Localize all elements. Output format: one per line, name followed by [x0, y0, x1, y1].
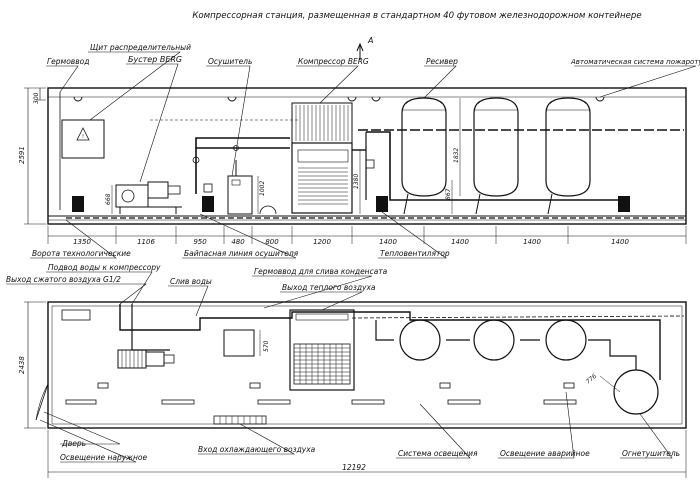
label-water-drain: Слив воды [170, 277, 212, 286]
bypass-piping [192, 137, 290, 215]
label-bypass: Байпасная линия осушителя [184, 249, 299, 258]
label-water-supply: Подвод воды к компрессору [48, 263, 161, 272]
plan-leader-lines [6, 271, 673, 463]
dim-bottom-5: 800 [265, 238, 279, 246]
label-gate: Ворота технологические [32, 249, 131, 258]
dim-bottom-7: 1400 [379, 238, 397, 246]
label-warm-air-outlet: Выход теплого воздуха [282, 283, 376, 292]
booster-unit [115, 181, 182, 214]
container-plan-outline [47, 301, 687, 429]
label-extinguisher: Огнетушитель [622, 449, 680, 458]
svg-text:!: ! [82, 134, 84, 140]
dim-width-total: 2438 [18, 356, 26, 374]
side-leader-lines [30, 51, 697, 259]
container-side-outline [47, 87, 687, 225]
dim-bottom-1: 1350 [73, 238, 91, 246]
side-view: ! [18, 43, 700, 259]
label-booster: Бустер BERG [128, 55, 182, 64]
dim-dryer-w: 570 [263, 340, 270, 352]
dryer-unit [227, 160, 253, 215]
side-bottom-dim-line [47, 226, 687, 244]
section-mark: A [356, 36, 373, 60]
plan-width-dim [24, 301, 46, 429]
label-cooling-air-inlet: Вход охлаждающего воздуха [198, 445, 316, 454]
label-door: Дверь [61, 439, 86, 448]
section-mark-label: A [367, 36, 373, 45]
plan-piping [119, 304, 685, 380]
plan-dryer [223, 329, 261, 357]
dim-bottom-8: 1400 [451, 238, 469, 246]
dim-height-total: 2591 [18, 146, 26, 164]
dim-compressor-h: 1380 [353, 174, 360, 189]
plan-compressor [289, 309, 355, 391]
label-air-outlet: Выход сжатого воздуха G1/2 [6, 275, 121, 284]
compressor-unit [291, 102, 375, 214]
receivers [366, 97, 620, 215]
label-compressor: Компрессор BERG [298, 57, 369, 66]
label-fire-system: Автоматическая система пожаротушения [570, 58, 700, 66]
label-emergency-light: Освещение аварийное [500, 449, 590, 458]
dim-receiver-leg: 867 [445, 188, 452, 200]
label-dryer: Осушитель [208, 57, 252, 66]
plan-length-dim [47, 430, 687, 478]
dim-dryer-h: 1002 [259, 181, 266, 196]
dim-bottom-4: 480 [231, 238, 245, 246]
plan-light-fixtures [65, 382, 577, 405]
plan-view: 570 776 [6, 263, 687, 478]
door-symbol [35, 383, 49, 421]
dim-bottom-9: 1400 [523, 238, 541, 246]
label-condensate-entry: Гермоввод для слива конденсата [254, 267, 388, 276]
plan-booster [117, 349, 175, 369]
plan-board [61, 309, 91, 321]
drawing-title: Компрессорная станция, размещенная в ста… [192, 11, 641, 21]
dim-receiver-d: 776 [585, 373, 598, 386]
label-receiver: Ресивер [426, 57, 458, 66]
dim-bottom-3: 950 [193, 238, 207, 246]
dim-bottom-2: 1106 [137, 238, 155, 246]
heat-fans [72, 196, 630, 212]
label-outdoor-light: Освещение наружное [60, 453, 147, 462]
label-heat-fan: Тепловентилятор [380, 249, 450, 258]
dim-receiver-h: 1832 [453, 148, 460, 163]
dim-bottom-10: 1400 [611, 238, 629, 246]
dim-top-offset: 300 [33, 92, 40, 104]
ceiling-lights [73, 96, 605, 102]
label-lighting-system: Система освещения [398, 449, 478, 458]
label-hermetic-entry: Гермоввод [47, 57, 89, 66]
label-distribution-board: Щит распределительный [90, 43, 191, 52]
dim-length-total: 12192 [342, 463, 366, 472]
distribution-board: ! [61, 119, 105, 159]
plan-cooling-inlet [213, 415, 267, 425]
dim-bottom-6: 1200 [313, 238, 331, 246]
side-height-dims [24, 87, 461, 225]
plan-receivers [399, 319, 659, 415]
dim-booster-h: 668 [105, 193, 112, 205]
